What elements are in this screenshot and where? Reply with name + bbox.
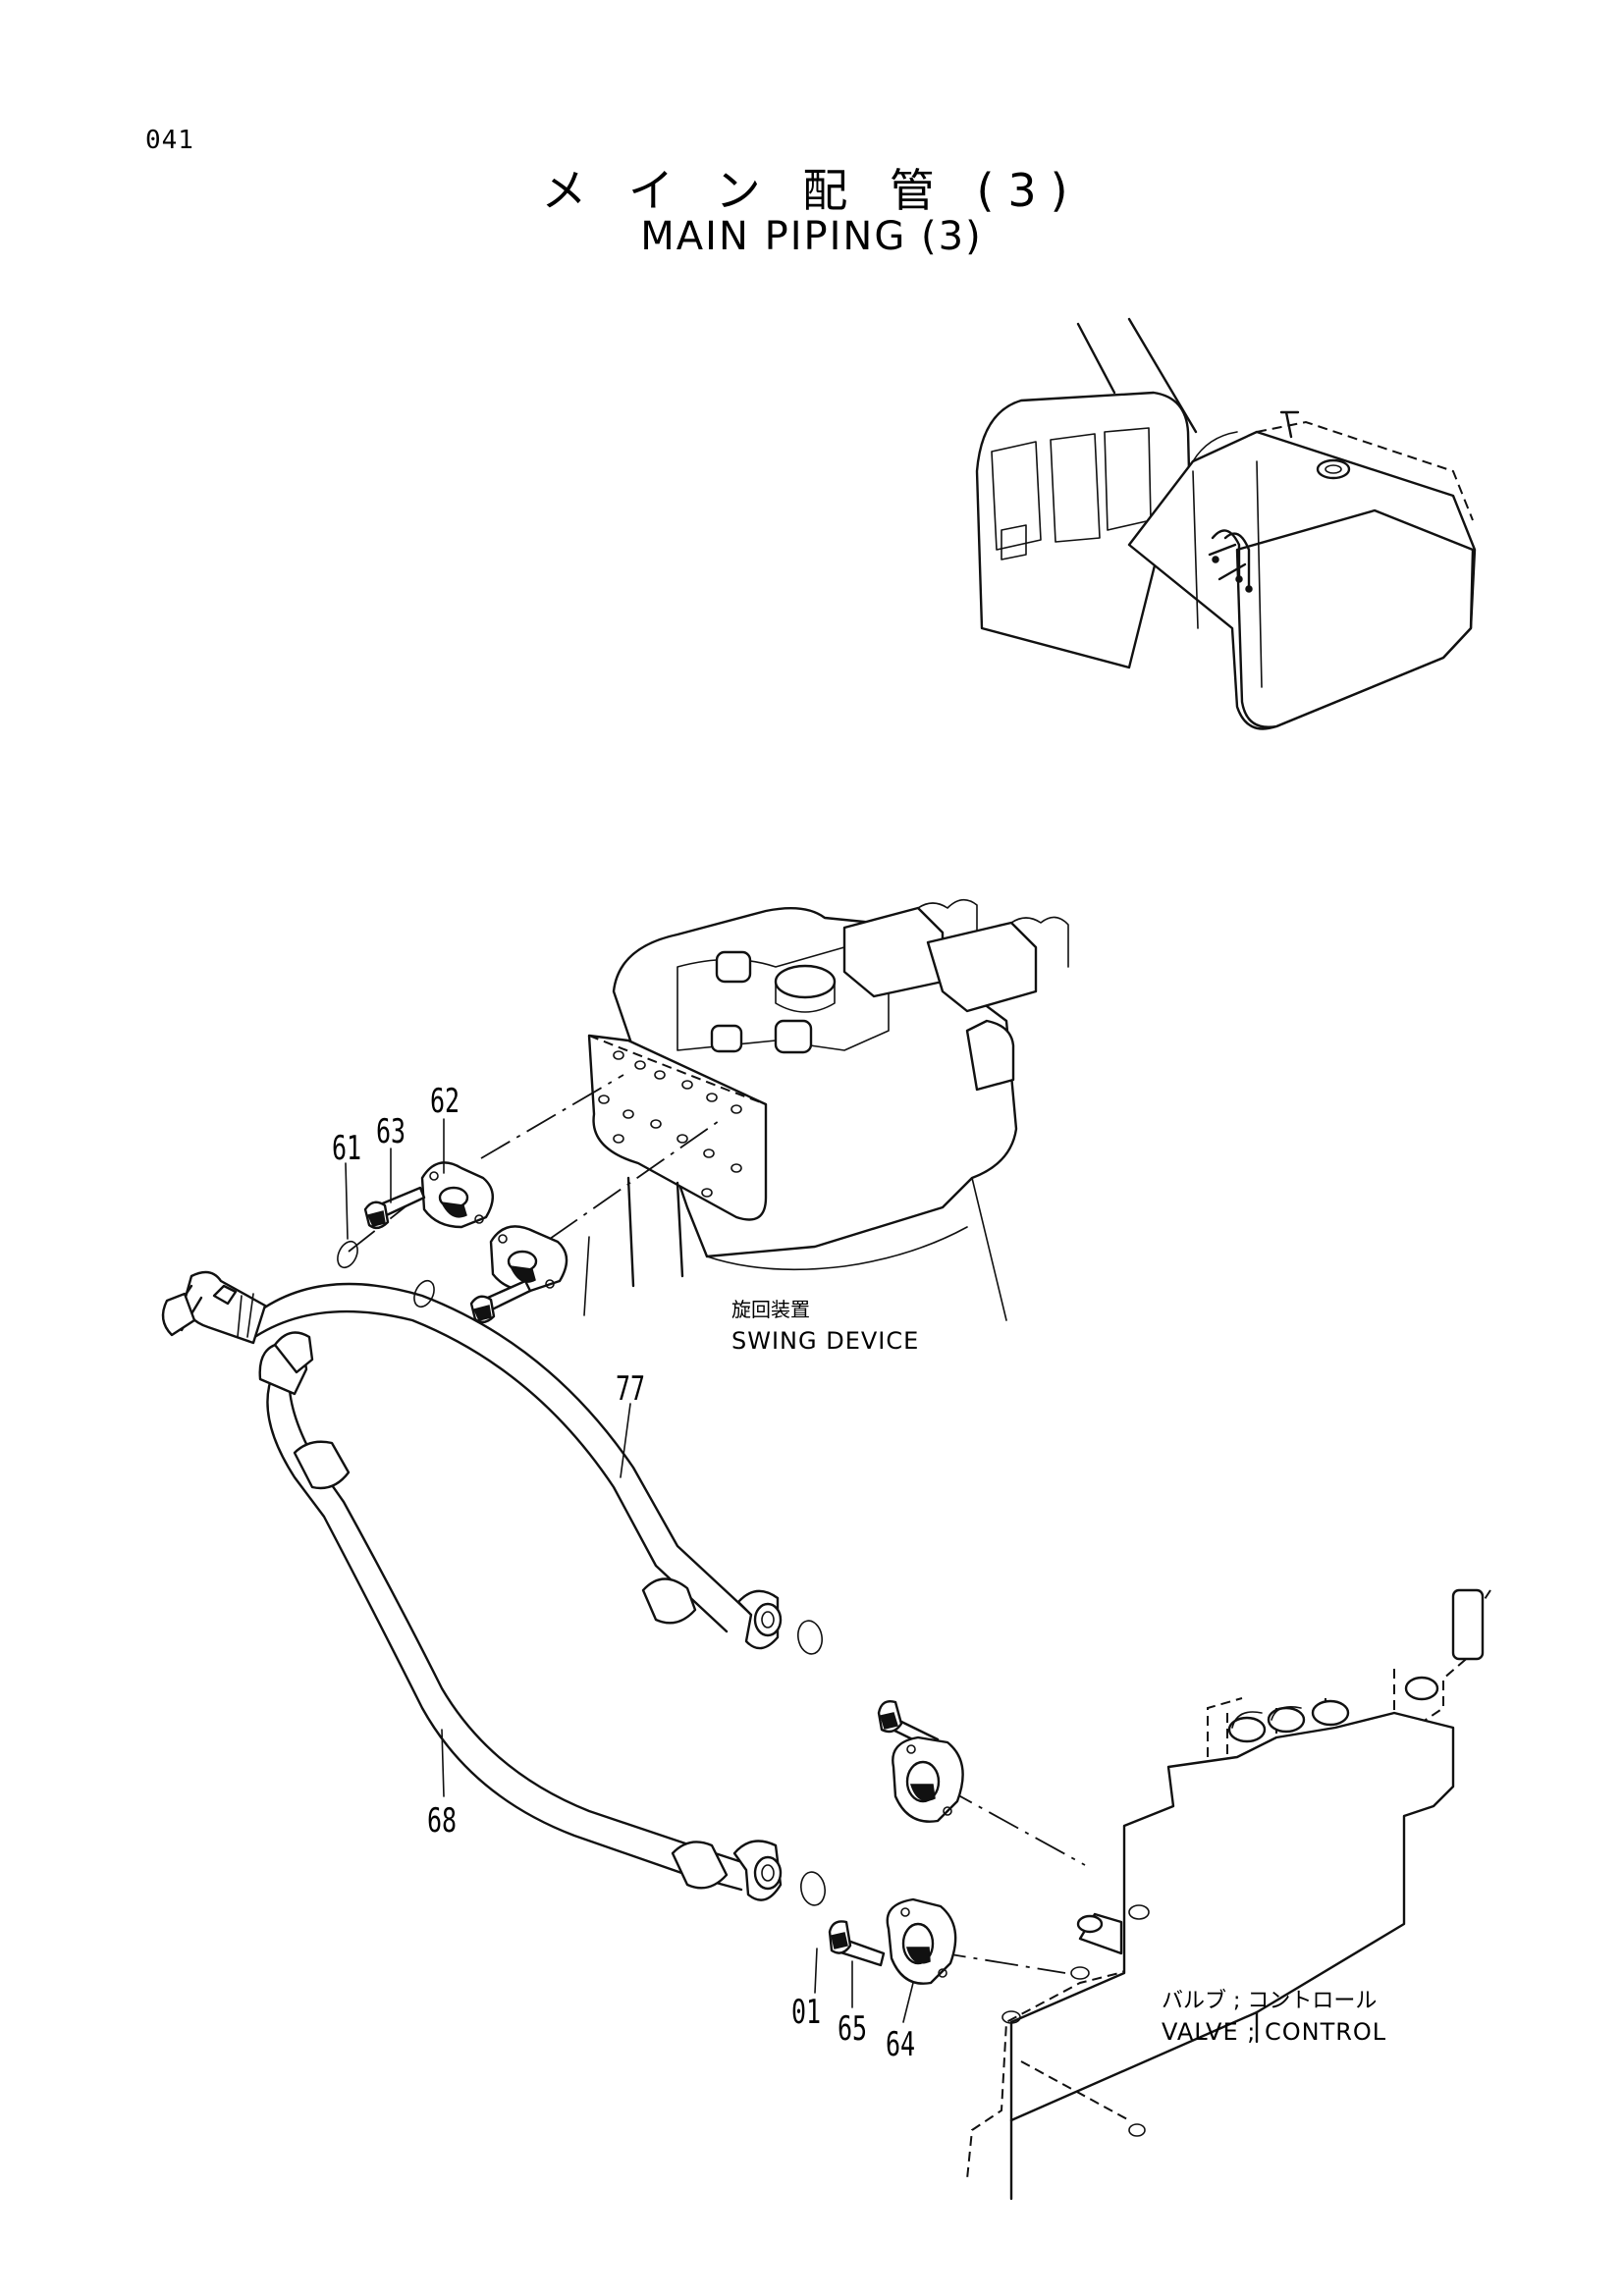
- part-number-77: 77: [616, 1369, 646, 1409]
- hose-77: [161, 1270, 823, 1655]
- bolt-65: [828, 1920, 886, 1967]
- title-english: MAIN PIPING (3): [640, 214, 983, 259]
- control-valve-label-english: VALVE ; CONTROL: [1162, 2018, 1387, 2046]
- upper-fittings: [337, 1074, 723, 1324]
- swing-device-label-japanese: 旋回装置: [731, 1298, 810, 1321]
- swing-device-label-english: SWING DEVICE: [731, 1327, 920, 1355]
- control-valve-label-japanese: バルブ ; コントロール: [1162, 1989, 1378, 2013]
- page-number: 041: [145, 126, 194, 155]
- excavator-location-view: [975, 317, 1477, 730]
- leader-lines: [345, 1118, 914, 2023]
- o-ring-61-upper: [337, 1240, 358, 1269]
- hose-68: [258, 1331, 826, 1906]
- o-ring-01-upper: [797, 1620, 823, 1655]
- o-ring-61-lower: [413, 1279, 435, 1308]
- flange-64: [886, 1897, 957, 1985]
- part-number-01: 01: [791, 1993, 822, 2032]
- part-number-65: 65: [838, 2009, 868, 2049]
- swing-device-drawing: [583, 898, 1069, 1321]
- title-japanese: メ イ ン 配 管 (3): [541, 164, 1082, 217]
- bolt-63-lower: [469, 1279, 532, 1324]
- part-number-68: 68: [427, 1801, 458, 1841]
- flange-upper-right: [892, 1735, 964, 1823]
- part-number-63: 63: [376, 1112, 406, 1151]
- bolt-63-upper: [363, 1186, 426, 1230]
- flange-62-lower: [489, 1225, 568, 1293]
- lower-fittings: [828, 1699, 1086, 1985]
- part-number-64: 64: [886, 2025, 916, 2064]
- o-ring-01-lower: [800, 1871, 826, 1906]
- control-valve-drawing: [966, 1588, 1491, 2201]
- part-number-62: 62: [430, 1082, 460, 1121]
- part-number-61: 61: [332, 1129, 362, 1168]
- flange-62-upper: [420, 1161, 494, 1229]
